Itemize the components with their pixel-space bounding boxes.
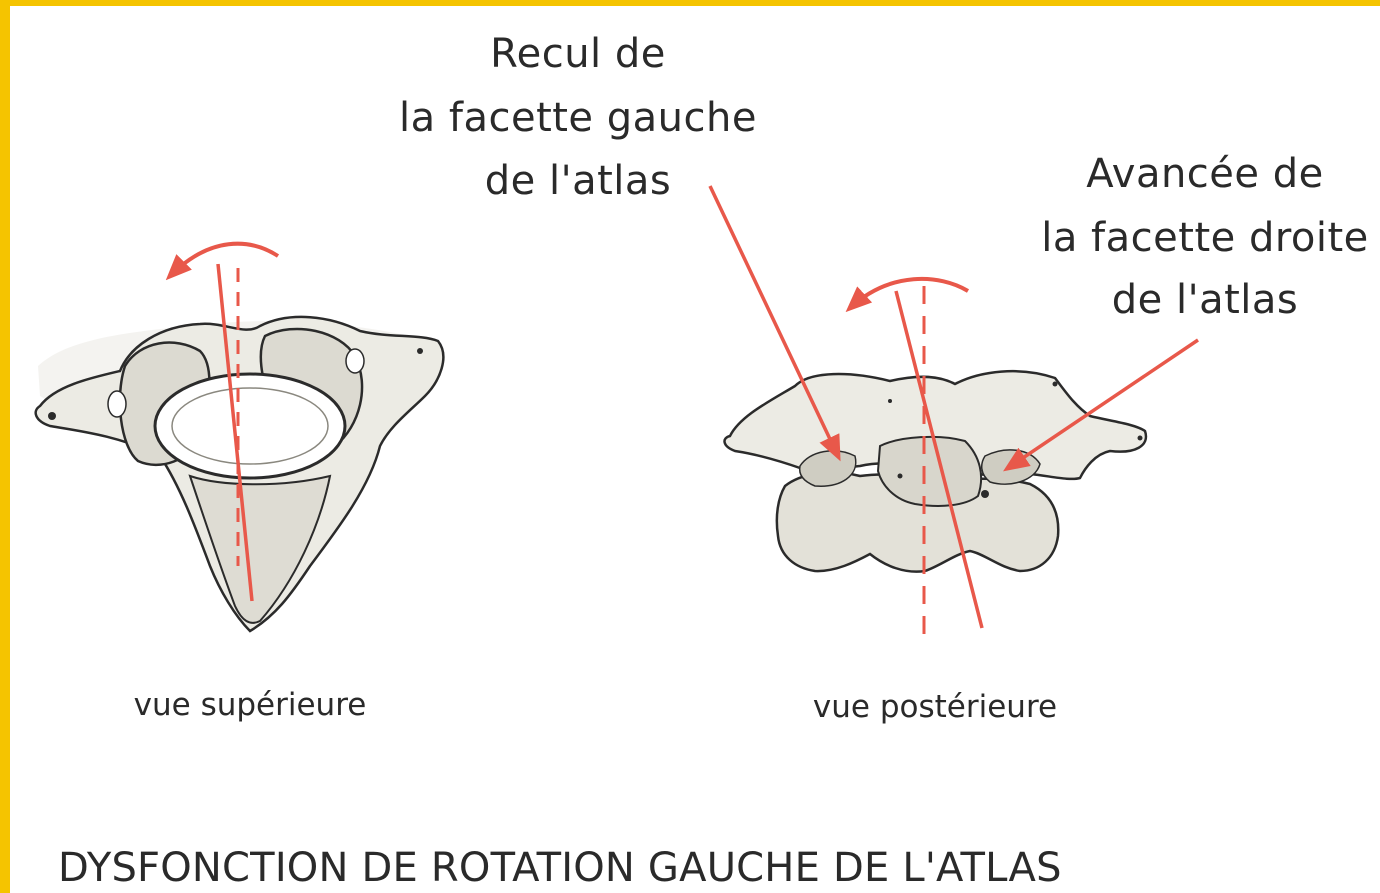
view-superior-caption: vue supérieure xyxy=(100,690,400,721)
avancee-label-line-2: la facette droite xyxy=(1005,218,1380,258)
avancee-label-line-3: de l'atlas xyxy=(1055,280,1355,320)
recul-label-line-2: la facette gauche xyxy=(350,98,806,138)
figure-title: DYSFONCTION DE ROTATION GAUCHE DE L'ATLA… xyxy=(58,848,1062,888)
avancee-label-line-1: Avancée de xyxy=(1050,154,1360,194)
recul-label-line-3: de l'atlas xyxy=(428,161,728,201)
atlas-posterior-view xyxy=(725,371,1146,571)
view-posterior-caption: vue postérieure xyxy=(780,692,1090,723)
recul-label-line-1: Recul de xyxy=(428,34,728,74)
